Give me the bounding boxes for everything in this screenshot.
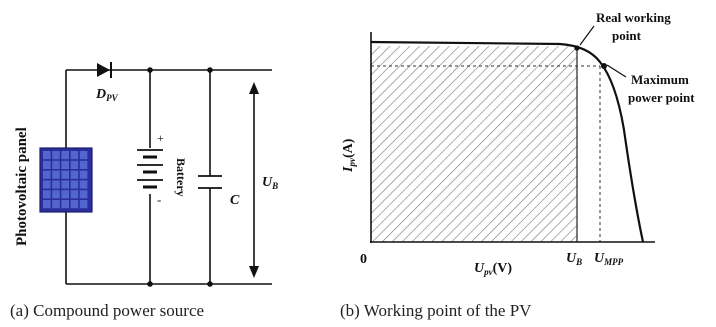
solar-cell — [61, 170, 69, 179]
battery-minus: - — [157, 192, 161, 207]
mpp-pointer — [606, 64, 627, 78]
solar-cell — [70, 200, 79, 209]
battery-plus: + — [157, 131, 164, 145]
solar-panel-icon — [39, 147, 93, 213]
battery-label: Battery — [174, 158, 188, 197]
solar-cell — [70, 180, 79, 189]
solar-cell — [61, 151, 69, 160]
solar-cell — [79, 200, 88, 209]
max-power-point — [601, 63, 607, 69]
umpp-tick-label: UMPP — [594, 251, 624, 267]
solar-cell — [79, 180, 88, 189]
caption-right: (b) Working point of the PV — [340, 301, 532, 320]
solar-cell — [79, 151, 88, 160]
voltage-label: UB — [262, 175, 278, 191]
solar-cell — [52, 170, 60, 179]
solar-cell — [43, 170, 51, 179]
junction-dot — [207, 67, 213, 73]
solar-cell — [61, 180, 69, 189]
junction-dot — [147, 281, 153, 287]
solar-cell — [79, 160, 88, 169]
solar-cell — [61, 190, 69, 199]
diode-label: DPV — [95, 87, 119, 103]
circuit-diagram — [65, 69, 272, 285]
solar-cell — [43, 200, 51, 209]
solar-cell — [43, 180, 51, 189]
panel-label: Photovoltaic panel — [14, 127, 30, 246]
arrow-up-icon — [249, 82, 259, 94]
solar-cell — [61, 160, 69, 169]
caption-left: (a) Compound power source — [10, 301, 204, 320]
solar-cell — [70, 170, 79, 179]
x-axis-label: Upv(V) — [474, 261, 512, 277]
solar-cell — [70, 160, 79, 169]
battery-icon — [137, 149, 163, 189]
solar-cell — [52, 160, 60, 169]
capacitor-label: C — [230, 193, 240, 208]
real-point-label-2: point — [612, 28, 642, 43]
diode-icon — [97, 62, 112, 78]
real-working-point — [574, 45, 580, 51]
solar-cell — [52, 200, 60, 209]
iv-curve — [370, 40, 645, 243]
solar-cell — [43, 151, 51, 160]
solar-cell — [70, 190, 79, 199]
real-point-label-1: Real working — [596, 10, 671, 25]
solar-cell — [52, 190, 60, 199]
mpp-label-1: Maximum — [631, 72, 689, 87]
solar-cell — [61, 200, 69, 209]
solar-cell — [79, 170, 88, 179]
junction-dot — [147, 67, 153, 73]
y-axis-label: Ipv(A) — [341, 138, 357, 173]
solar-cell — [52, 151, 60, 160]
power-area — [371, 46, 577, 242]
junction-dot — [207, 281, 213, 287]
capacitor-icon — [198, 175, 222, 189]
solar-cell — [70, 151, 79, 160]
solar-cell — [52, 180, 60, 189]
origin-label: 0 — [360, 252, 367, 267]
ub-tick-label: UB — [566, 251, 582, 267]
solar-cell — [79, 190, 88, 199]
real-point-pointer — [579, 25, 595, 46]
solar-cell — [43, 160, 51, 169]
mpp-label-2: power point — [628, 90, 695, 105]
arrow-down-icon — [249, 266, 259, 278]
solar-cell — [43, 190, 51, 199]
